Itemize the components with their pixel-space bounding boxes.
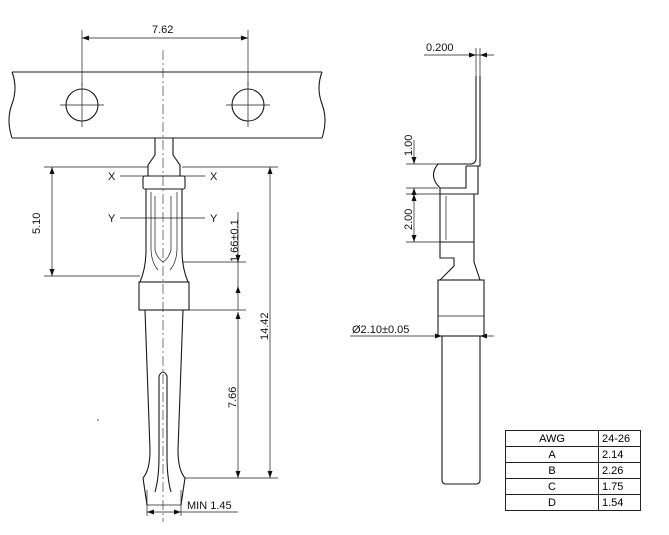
section-y-right: Y [210, 213, 218, 225]
awg-header-value: 24-26 [598, 430, 641, 447]
diameter-dimension [350, 333, 494, 339]
pin-length-label: 7.66 [227, 387, 239, 408]
slot-length-dimension [406, 193, 440, 243]
section-x-right: X [210, 171, 218, 183]
min-width-label: MIN 1.45 [187, 500, 232, 512]
awg-row-value: 2.14 [598, 446, 641, 463]
diameter-label: Ø2.10±0.05 [352, 324, 409, 336]
barrel-length-dimension [44, 166, 148, 277]
terminal-side-view [432, 76, 485, 485]
terminal-body [138, 138, 190, 506]
pin-length-dimension [185, 312, 246, 479]
tab-length-label: 1.00 [403, 135, 415, 156]
awg-row-label: B [505, 462, 599, 479]
awg-table-header: AWG 24-26 [505, 430, 641, 447]
slot-length-label: 2.00 [403, 209, 415, 230]
awg-row-value: 2.26 [598, 462, 641, 479]
pitch-dimension [81, 30, 249, 86]
awg-row-label: A [505, 446, 599, 463]
section-y-left: Y [108, 213, 116, 225]
pilot-hole-left [60, 83, 104, 127]
awg-row-value: 1.75 [598, 478, 641, 495]
pilot-hole-right [226, 83, 270, 127]
sleeve-offset-label: 1.66±0.1 [229, 219, 241, 262]
table-row: D 1.54 [505, 494, 641, 511]
total-length-label: 14.42 [259, 312, 271, 340]
min-width-dimension [146, 490, 238, 516]
table-row: A 2.14 [505, 446, 641, 463]
sleeve-offset-dimension [182, 212, 246, 311]
table-row: C 1.75 [505, 478, 641, 495]
scan-dot [97, 419, 99, 421]
awg-row-label: D [505, 494, 599, 511]
table-row: B 2.26 [505, 462, 641, 479]
pitch-label: 7.62 [152, 24, 173, 36]
tab-thickness-dimension [424, 48, 494, 76]
awg-row-value: 1.54 [598, 494, 641, 511]
total-length-dimension [182, 166, 278, 479]
awg-header-label: AWG [505, 430, 599, 447]
awg-row-label: C [505, 478, 599, 495]
section-x-left: X [108, 171, 116, 183]
barrel-length-label: 5.10 [31, 213, 43, 234]
carrier-strip [8, 71, 326, 139]
tab-thickness-label: 0.200 [426, 42, 454, 54]
awg-table: AWG 24-26 A 2.14 B 2.26 C 1.75 D 1.54 [505, 430, 641, 511]
tab-length-dimension [406, 140, 438, 195]
